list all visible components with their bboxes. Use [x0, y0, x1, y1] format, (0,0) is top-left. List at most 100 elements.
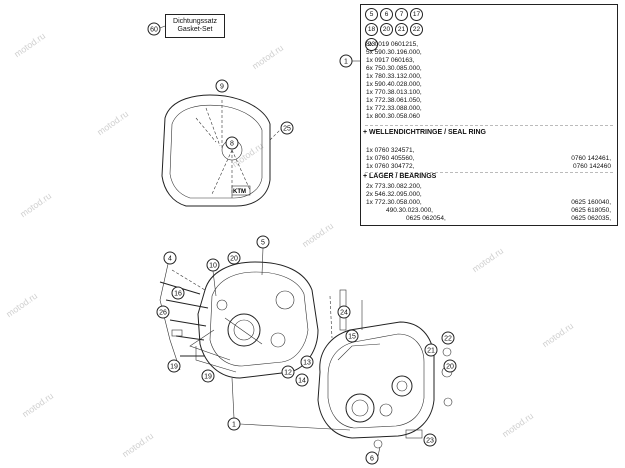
divider [365, 172, 613, 173]
callout-23: 23 [423, 433, 437, 447]
svg-text:6: 6 [370, 456, 374, 463]
part-line: 1x 780.33.132.000, [366, 73, 422, 80]
svg-text:20: 20 [446, 364, 454, 371]
svg-text:13: 13 [303, 360, 311, 367]
callout-1: 1 [227, 417, 241, 431]
callout-14: 14 [295, 373, 309, 387]
svg-text:25: 25 [283, 126, 291, 133]
part-line: 1x 770.38.013.100, [366, 89, 422, 96]
svg-text:15: 15 [348, 334, 356, 341]
svg-text:1: 1 [232, 422, 236, 429]
callout: 22 [410, 23, 423, 36]
callout-8: 8 [225, 136, 239, 150]
part-line: 1x 0917 060163, [366, 57, 415, 64]
bearing-part: 2x 546.32.095.000, [366, 191, 422, 198]
seal-row: 1x 0760 324571, [366, 147, 611, 155]
callout-4: 4 [163, 251, 177, 265]
left-crankcase [189, 261, 319, 379]
bearing-row: 490.30.023.000,0625 618050, [366, 207, 611, 215]
callout-19b: 19 [201, 369, 215, 383]
bearing-part: 0625 618050, [571, 207, 611, 214]
small-parts-right [373, 347, 453, 449]
seal-row: 1x 0760 304772, 0760 142460 [366, 163, 611, 171]
seal-row: 1x 0760 405560,0760 142461, [366, 155, 611, 163]
svg-text:1: 1 [344, 59, 348, 66]
seal-part: 0760 142460 [573, 163, 611, 170]
svg-text:5: 5 [261, 240, 265, 247]
svg-text:9: 9 [220, 84, 224, 91]
cover-logo: KTM [233, 189, 246, 195]
bolts-left [159, 263, 209, 371]
callout: 23 [365, 38, 378, 51]
callout: 6 [380, 8, 393, 21]
parts-spec-box: 5 6 7 17 18 20 21 22 23 8x 0019 0601215,… [360, 4, 618, 226]
callout-19: 19 [167, 359, 181, 373]
bearing-part: 1x 772.30.058.000, [366, 199, 422, 206]
callout-21: 21 [424, 343, 438, 357]
part-line: 6x 750.30.085.000, [366, 65, 422, 72]
bearing-row: 0625 062054, 0625 062035, [366, 215, 611, 223]
bearing-part: 2x 773.30.082.200, [366, 183, 422, 190]
part-line: 1x 772.38.061.050, [366, 97, 422, 104]
callout-9: 9 [215, 79, 229, 93]
svg-text:19: 19 [170, 364, 178, 371]
callout-6: 6 [365, 451, 379, 465]
svg-text:14: 14 [298, 378, 306, 385]
callout-16: 16 [171, 286, 185, 300]
part-line: 1x 800.30.058.060 [366, 113, 420, 120]
callout-spec: 1 [339, 54, 353, 68]
callout-13: 13 [300, 355, 314, 369]
seal-part: 0760 142461, [571, 155, 611, 162]
callout-25: 25 [280, 121, 294, 135]
bearing-part: 0625 062035, [571, 215, 611, 222]
svg-text:60: 60 [150, 27, 158, 34]
callout: 17 [410, 8, 423, 21]
bearings-heading: + LAGER / BEARINGS [363, 173, 437, 180]
callout-20b: 20 [443, 359, 457, 373]
part-line: 8x 0019 0601215, [366, 41, 419, 48]
seal-ring-heading: + WELLENDICHTRINGE / SEAL RING [363, 129, 486, 136]
bearing-part: 0625 062054, [406, 215, 446, 222]
callout-15: 15 [345, 329, 359, 343]
spec-callout-group: 5 6 7 17 18 20 21 22 23 [365, 8, 429, 51]
seal-part: 1x 0760 324571, [366, 147, 415, 154]
bearings-list: 2x 773.30.082.200, 2x 546.32.095.000, 1x… [366, 183, 611, 223]
svg-text:10: 10 [209, 263, 217, 270]
svg-text:8: 8 [230, 141, 234, 148]
part-line: 1x 590.40.028.000, [366, 81, 422, 88]
spec-parts-list: 8x 0019 0601215, 5x 590.30.196.000, 1x 0… [366, 41, 422, 121]
callout-12: 12 [281, 365, 295, 379]
bearing-row: 1x 772.30.058.000, 0625 160040, [366, 199, 611, 207]
bearing-part: 0625 160040, [571, 199, 611, 206]
cover-gasket: KTM [161, 94, 283, 207]
callout: 20 [380, 23, 393, 36]
svg-text:12: 12 [284, 370, 292, 377]
seal-ring-list: 1x 0760 324571, 1x 0760 405560,0760 1424… [366, 147, 611, 171]
bearing-row: 2x 773.30.082.200, [366, 183, 611, 191]
svg-text:19: 19 [204, 374, 212, 381]
gasket-set-box: Dichtungssatz Gasket-Set [165, 14, 225, 38]
callout-22: 22 [441, 331, 455, 345]
svg-text:21: 21 [427, 348, 435, 355]
svg-text:4: 4 [168, 256, 172, 263]
callout-gasket-set: 60 [147, 22, 161, 36]
bearing-row: 2x 546.32.095.000, [366, 191, 611, 199]
right-crankcase [317, 289, 435, 439]
callout-20: 20 [227, 251, 241, 265]
svg-text:23: 23 [426, 438, 434, 445]
callout: 21 [395, 23, 408, 36]
svg-text:16: 16 [174, 291, 182, 298]
callout-24: 24 [337, 305, 351, 319]
svg-text:26: 26 [159, 310, 167, 317]
part-line: 5x 590.30.196.000, [366, 49, 422, 56]
seal-part: 1x 0760 304772, [366, 163, 415, 170]
gasket-set-subtitle: Gasket-Set [177, 26, 213, 33]
svg-text:22: 22 [444, 336, 452, 343]
callout: 5 [365, 8, 378, 21]
gasket-set-title: Dichtungssatz [173, 18, 217, 25]
callout-26: 26 [156, 305, 170, 319]
callout-5: 5 [256, 235, 270, 249]
callout-10: 10 [206, 258, 220, 272]
